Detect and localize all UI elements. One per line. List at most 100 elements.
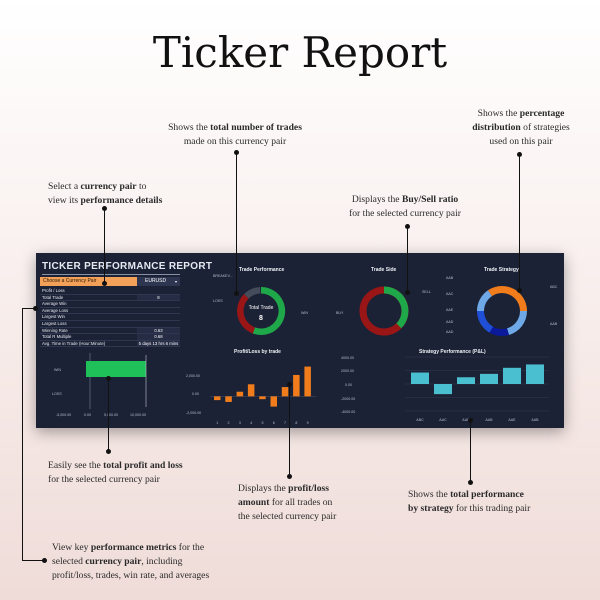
connector-dot xyxy=(468,480,473,485)
currency-pair-selector[interactable]: Choose a Currency Pair EURUSD ▾ xyxy=(40,277,180,286)
trade-strategy-title: Trade Strategy xyxy=(484,267,519,273)
currency-pair-label: Choose a Currency Pair xyxy=(40,277,138,286)
label-strategy: AAD xyxy=(446,320,454,324)
trade-strategy-donut: AAB AAC AAE AAD AAD ABC AAB xyxy=(446,276,558,336)
y-tick: 0.00 xyxy=(192,392,199,396)
metric-row: Largest Loss xyxy=(40,321,180,328)
metric-value: 0.68 xyxy=(137,334,180,340)
profit-loss-chart: WIN LOSS -5,000.00 0.00 5,000.00 10,000.… xyxy=(52,353,147,417)
title-divider xyxy=(42,274,180,275)
strategy-bar xyxy=(457,377,475,384)
connector-strategy xyxy=(519,155,520,290)
label-strategy: AAC xyxy=(446,292,454,296)
label-strategy: AAE xyxy=(446,308,454,312)
x-tick: AAB xyxy=(485,418,493,422)
donut-segment-light xyxy=(507,311,527,335)
y-tick: -2000.00 xyxy=(341,397,355,401)
metric-value: 5 days 13 hrs 6 mins xyxy=(137,340,180,347)
connector-dot xyxy=(102,281,107,286)
donut-segment-dark xyxy=(489,326,509,336)
donut-segment-orange xyxy=(502,286,527,311)
connector-metrics-v xyxy=(22,308,23,560)
connector-currency-pair xyxy=(104,208,105,284)
donut-segment-breakeven xyxy=(244,287,261,299)
trade-side-title: Trade Side xyxy=(371,267,397,273)
connector-dot xyxy=(287,382,292,387)
x-tick: AAE xyxy=(508,418,516,422)
metric-row: Winning Rate 0.63 xyxy=(40,327,180,335)
label-strategy: ABC xyxy=(550,285,558,289)
strategy-bar xyxy=(411,372,429,384)
connector-buy-sell xyxy=(407,226,408,292)
strategy-bar xyxy=(480,373,498,384)
label-win: WIN xyxy=(301,311,308,315)
y-tick: 4000.00 xyxy=(341,356,354,360)
metric-value: 0.63 xyxy=(137,327,180,334)
win-bar xyxy=(86,361,146,377)
total-trade-value: 8 xyxy=(259,315,263,322)
metric-label: Profit / Loss xyxy=(42,288,65,293)
y-label-loss: LOSS xyxy=(52,392,62,396)
trade-performance-donut: Total Trade 8 BREAKEV... LOSS WIN xyxy=(213,274,308,335)
pl-bar xyxy=(247,384,255,397)
x-tick: 4 xyxy=(250,421,252,425)
strategy-performance-chart: 4000.00 2000.00 0.00 -2000.00 -4000.00 A… xyxy=(341,356,549,422)
y-tick: -4000.00 xyxy=(341,410,355,414)
metric-label: Largest Loss xyxy=(42,320,67,326)
connector-dot xyxy=(234,291,239,296)
currency-pair-dropdown[interactable]: EURUSD ▾ xyxy=(137,277,180,286)
connector-total-trades xyxy=(236,153,237,293)
pl-bar xyxy=(281,387,289,397)
label-breakeven: BREAKEV... xyxy=(213,274,233,278)
ticker-dashboard: TICKER PERFORMANCE REPORT Choose a Curre… xyxy=(36,253,564,428)
metric-label: Total R Multiple xyxy=(42,334,72,340)
connector-dot xyxy=(102,206,107,211)
connector-strategy-performance xyxy=(470,420,471,482)
connector-dot xyxy=(287,474,292,479)
trade-performance-title: Trade Performance xyxy=(239,267,285,273)
annotation-currency-pair: Select a currency pair to view its perfo… xyxy=(48,181,163,206)
trade-side-donut: SELL BUY xyxy=(336,286,431,336)
metric-value: 8 xyxy=(137,294,180,301)
x-tick: 10,000.00 xyxy=(130,413,146,417)
label-strategy: AAD xyxy=(446,330,454,334)
x-tick: 2 xyxy=(228,421,230,425)
connector-dot xyxy=(405,224,410,229)
metric-label: Largest Win xyxy=(42,314,65,320)
metric-label: Average Win xyxy=(42,301,67,307)
y-tick: -2,000.00 xyxy=(186,411,201,415)
strategy-bar xyxy=(434,384,452,395)
donut-segment-win xyxy=(252,286,286,335)
annotation-metrics: View key performance metrics for the sel… xyxy=(52,542,210,581)
connector-dot xyxy=(106,376,111,381)
currency-pair-value: EURUSD xyxy=(145,278,167,284)
label-buy: BUY xyxy=(336,311,344,315)
x-tick: 5,000.00 xyxy=(104,413,118,417)
y-tick: 0.00 xyxy=(345,383,352,387)
y-tick: 2000.00 xyxy=(341,369,354,373)
y-tick: 2,000.00 xyxy=(186,374,200,378)
donut-segment-lightblue xyxy=(477,290,492,311)
donut-segment-sell xyxy=(384,286,409,329)
connector-dot xyxy=(42,558,47,563)
annotation-total-trades: Shows the total number of trades made on… xyxy=(168,122,302,147)
annotation-profit-loss: Easily see the total profit and loss for… xyxy=(48,460,183,485)
connector-profit-loss xyxy=(108,378,109,452)
connector-dot xyxy=(106,449,111,454)
x-tick: ABC xyxy=(416,418,424,422)
metric-label: Winning Rate xyxy=(42,327,68,333)
metric-row: Profit / Loss xyxy=(40,288,180,295)
pl-bar xyxy=(259,396,266,400)
label-strategy: AAB xyxy=(446,276,454,280)
x-tick: AAD xyxy=(462,418,470,422)
annotation-pl-by-trade: Displays the profit/loss amount for all … xyxy=(238,483,337,522)
x-tick: 3 xyxy=(239,421,241,425)
x-tick: 0.00 xyxy=(84,413,91,417)
label-sell: SELL xyxy=(422,290,431,294)
pl-bar xyxy=(293,374,300,397)
connector-metrics-h2 xyxy=(22,560,44,561)
strategy-bar xyxy=(503,367,521,384)
connector-dot xyxy=(517,152,522,157)
